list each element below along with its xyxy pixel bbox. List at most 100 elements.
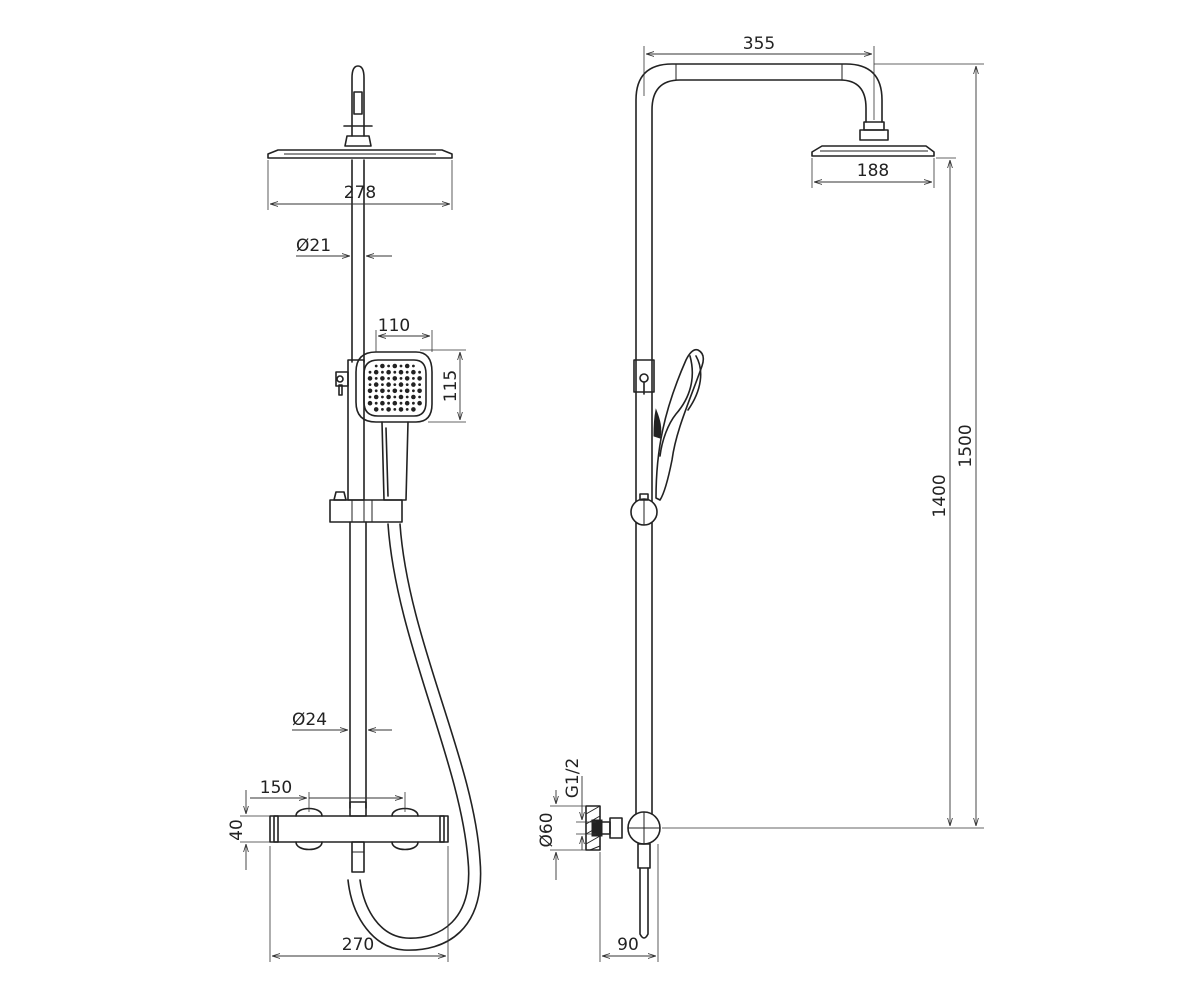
dim-front-handshower-height: 115: [441, 370, 461, 402]
side-wall-connection: [585, 805, 661, 939]
nozzle: [411, 407, 416, 412]
front-hose: [347, 523, 482, 951]
nozzle: [393, 395, 397, 399]
nozzle: [386, 382, 391, 387]
nozzle: [374, 389, 378, 393]
nozzle: [386, 394, 391, 400]
nozzle: [386, 369, 391, 375]
nozzle: [417, 376, 422, 381]
nozzle: [381, 383, 384, 386]
nozzle: [380, 376, 385, 381]
nozzle: [387, 389, 390, 393]
nozzle: [418, 395, 421, 399]
side-hand-shower: [653, 348, 705, 501]
front-slider-bracket: [335, 359, 365, 501]
nozzle: [398, 369, 404, 375]
nozzle: [381, 370, 384, 374]
nozzle: [392, 388, 398, 394]
front-dimensions: 278 Ø21 110 115 Ø24 150: [227, 160, 466, 962]
front-hand-shower: [355, 351, 433, 501]
dim-side-height-1400: 1400: [930, 474, 950, 517]
nozzle: [386, 407, 391, 412]
dim-front-valve-spacing: 150: [260, 778, 292, 798]
nozzle: [374, 364, 378, 368]
nozzle: [418, 370, 421, 374]
nozzle: [399, 364, 403, 368]
front-rain-head: [267, 149, 453, 159]
nozzle: [405, 383, 409, 386]
nozzle: [393, 370, 397, 374]
side-rain-head: [811, 121, 935, 157]
nozzle: [404, 388, 410, 394]
dim-side-thread: G1/2: [563, 758, 583, 799]
nozzle: [404, 363, 410, 369]
nozzle: [368, 395, 372, 399]
front-slide-holder: [329, 491, 403, 523]
dim-side-arm-length: 355: [743, 34, 775, 54]
nozzle: [392, 400, 398, 406]
nozzle: [399, 377, 403, 380]
nozzle: [404, 400, 410, 406]
nozzle: [374, 401, 378, 405]
side-riser-and-arm: [635, 63, 883, 821]
nozzle: [367, 376, 373, 381]
nozzle: [387, 377, 390, 380]
nozzle: [398, 394, 404, 400]
dim-front-head-width: 278: [344, 183, 376, 203]
nozzle: [380, 363, 385, 369]
nozzle: [412, 377, 415, 380]
nozzle: [411, 394, 416, 400]
nozzle: [381, 395, 384, 399]
side-dimensions: 355 188 1400 1500 G1/2: [537, 34, 984, 962]
hand-shower-nozzles: [367, 363, 422, 412]
nozzle: [417, 388, 422, 394]
side-view: 355 188 1400 1500 G1/2: [537, 34, 984, 962]
dim-front-rod-upper: Ø21: [296, 236, 331, 256]
dim-side-flange: Ø60: [537, 812, 557, 847]
nozzle: [398, 382, 404, 387]
nozzle: [418, 383, 421, 386]
side-holder-knob: [630, 493, 658, 526]
nozzle: [367, 400, 373, 406]
dim-front-handshower-width: 110: [378, 316, 410, 336]
nozzle: [392, 363, 398, 369]
front-valve: [269, 807, 449, 873]
nozzle: [412, 389, 415, 393]
dim-front-rod-lower: Ø24: [292, 710, 327, 730]
front-lower-rod: [349, 521, 367, 817]
nozzle: [399, 401, 403, 405]
nozzle: [393, 383, 397, 386]
dim-front-valve-width: 270: [342, 935, 374, 955]
nozzle: [387, 364, 390, 368]
nozzle: [405, 395, 409, 399]
nozzle: [368, 383, 372, 386]
nozzle: [387, 401, 390, 405]
dim-side-height-1500: 1500: [956, 424, 976, 467]
dim-front-valve-height: 40: [227, 819, 247, 841]
nozzle: [373, 407, 379, 412]
nozzle: [373, 394, 379, 400]
front-upper-rod: [351, 159, 365, 363]
nozzle: [399, 389, 403, 393]
front-top-riser: [343, 65, 373, 147]
nozzle: [398, 407, 404, 412]
nozzle: [411, 382, 416, 387]
side-slider: [633, 359, 655, 395]
nozzle: [367, 388, 373, 394]
nozzle: [380, 400, 385, 406]
nozzle: [374, 377, 378, 380]
nozzle: [404, 376, 410, 381]
nozzle: [373, 382, 379, 387]
nozzle: [373, 369, 379, 375]
nozzle: [381, 408, 384, 411]
dim-side-wall-depth: 90: [617, 935, 639, 955]
nozzle: [405, 370, 409, 374]
nozzle: [417, 400, 422, 406]
nozzle: [392, 376, 398, 381]
nozzle: [412, 364, 415, 368]
nozzle: [393, 408, 397, 411]
dim-side-head-width: 188: [857, 161, 889, 181]
nozzle: [411, 369, 416, 375]
front-view: 278 Ø21 110 115 Ø24 150: [227, 65, 482, 962]
